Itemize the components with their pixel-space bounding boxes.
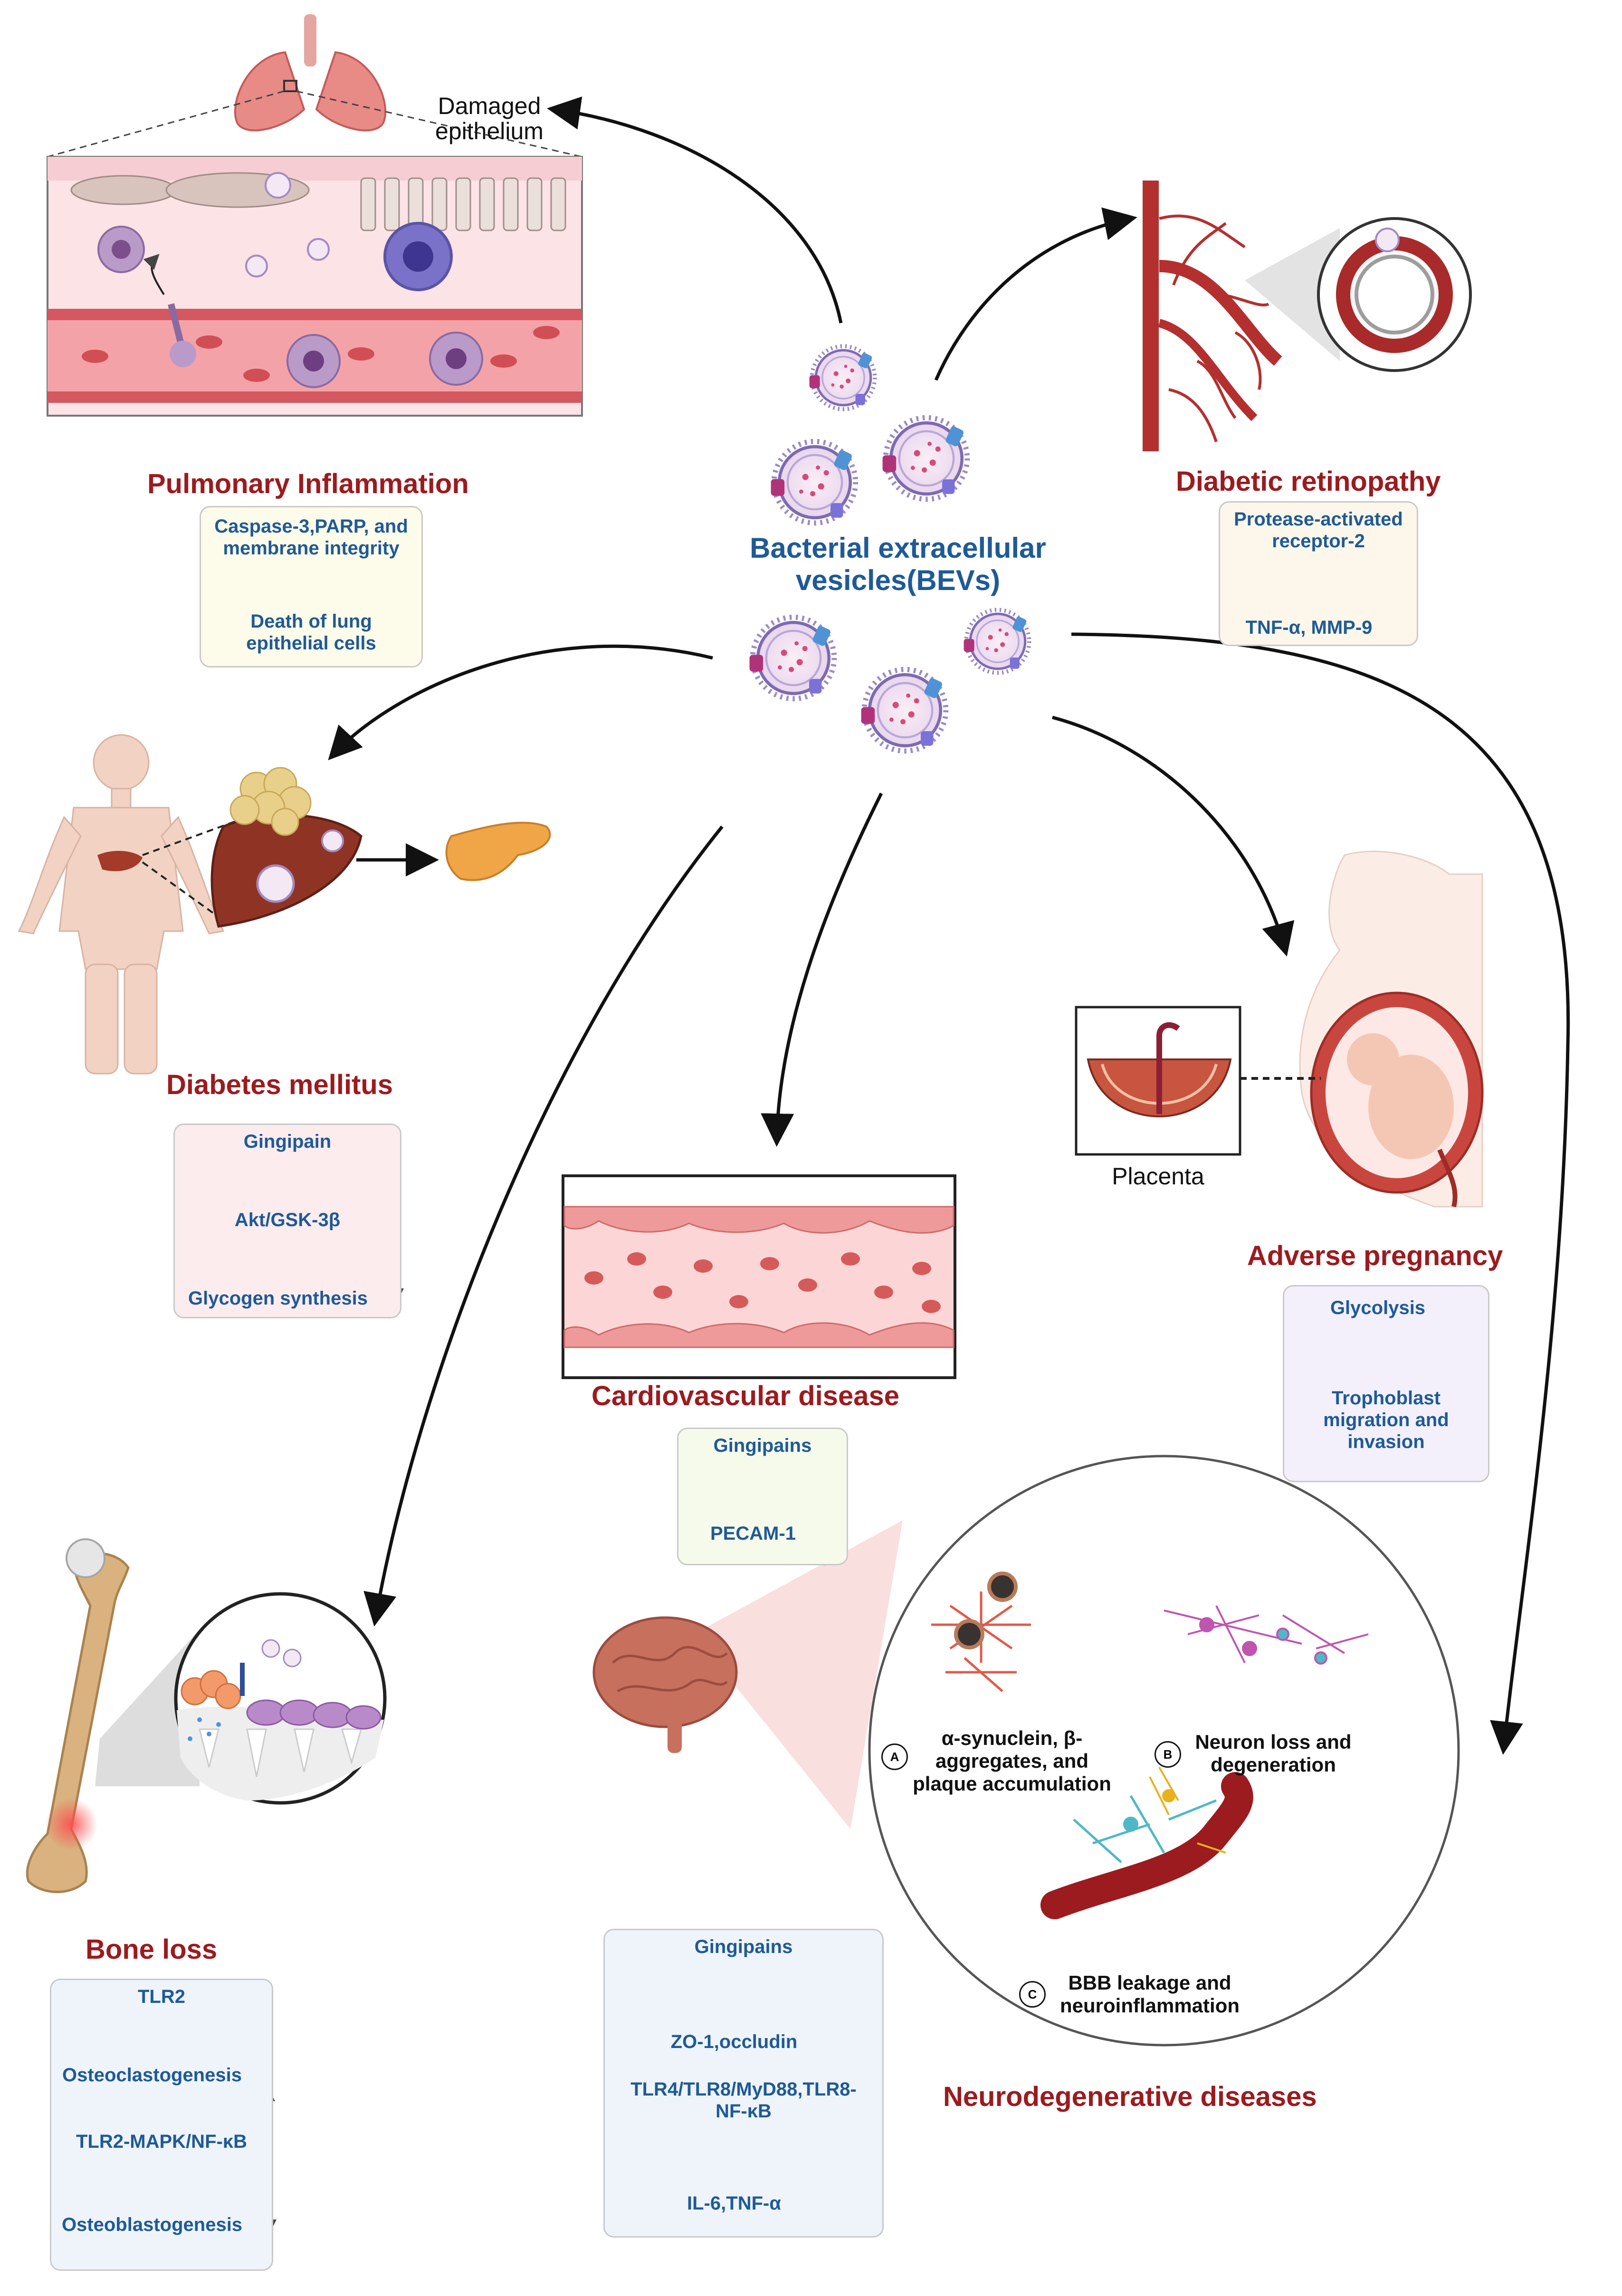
brain-zoom-beam [694, 1520, 903, 1829]
neuro-box-line5: IL-6,TNF-α [687, 2193, 781, 2214]
neuro-box-line2: ZO-1,occludin [670, 2031, 798, 2052]
neuro-box-line3: TLR4/TLR8/MyD88,TLR8- [630, 2079, 857, 2100]
pancreas-illustration [445, 821, 551, 881]
pulmonary-box-line2: membrane integrity [223, 538, 400, 559]
neuro-caption-b-2: degeneration [1211, 1753, 1336, 1776]
neuro-caption-a-3: plaque accumulation [913, 1772, 1111, 1795]
retinopathy-box-line2: receptor-2 [1272, 531, 1365, 552]
pregnancy-box-line4: invasion [1347, 1431, 1425, 1452]
arrow-to-neuro [1071, 632, 1570, 1755]
blood-vessel-panel [562, 1174, 956, 1379]
retina-zoom-circle [1245, 217, 1472, 372]
neuro-box-line4: NF-κB [716, 2101, 772, 2122]
placenta-box [1075, 1006, 1241, 1156]
bone-zoom-beam [95, 1629, 200, 1786]
bone-box-line4: Osteoblastogenesis [61, 2214, 243, 2235]
bone-box-line2: Osteoclastogenesis [62, 2065, 242, 2086]
retinopathy-box [1219, 501, 1418, 646]
diabetes-box-line1: Gingipain [243, 1131, 332, 1152]
cardio-title: Cardiovascular disease [592, 1381, 900, 1411]
arrow-to-diabetes [328, 644, 713, 761]
pregnancy-box-line1: Glycolysis [1330, 1297, 1426, 1318]
neuro-marker-c: C [1019, 1981, 1046, 2008]
neuro-caption-c-2: neuroinflammation [1059, 1994, 1240, 2017]
diabetes-box-line3: Glycogen synthesis [188, 1288, 368, 1309]
diabetes-box-line2: Akt/GSK-3β [234, 1210, 341, 1230]
neuro-box-line1: Gingipains [694, 1936, 793, 1957]
diabetes-box [173, 1124, 401, 1318]
retinopathy-box-line1: Protease-activated [1234, 509, 1403, 530]
zoom-lines-lung [47, 90, 582, 158]
bbb-vessel-glia [1040, 1767, 1253, 1919]
cardio-box-line1: Gingipains [713, 1435, 812, 1456]
retina-vessel-illustration [1143, 181, 1282, 451]
arrow-to-bone [363, 825, 724, 1627]
pulmonary-box-line1: Caspase-3,PARP, and [214, 516, 408, 537]
pregnant-body-illustration [1299, 850, 1484, 1208]
cardio-box [677, 1428, 848, 1565]
bone-box [50, 1979, 273, 2271]
alpha-synuclein-aggregates [931, 1572, 1031, 1692]
arrow-to-lung [547, 96, 843, 324]
liver-illustration [210, 767, 363, 928]
pregnancy-box [1283, 1285, 1489, 1482]
lung-tissue-panel [47, 156, 583, 417]
bone-title: Bone loss [86, 1934, 218, 1965]
arrow-to-cardio [761, 792, 883, 1147]
retinopathy-title: Diabetic retinopathy [1176, 466, 1441, 497]
neuro-title: Neurodegenerative diseases [943, 2081, 1317, 2112]
pulmonary-title: Pulmonary Inflammation [147, 468, 469, 499]
neuro-caption-a-2: aggregates, and [935, 1750, 1089, 1772]
pulmonary-box-line3: Death of lung [250, 611, 372, 632]
bone-box-line1: TLR2 [138, 1986, 185, 2007]
cardio-box-line2: PECAM-1 [710, 1523, 796, 1544]
hub-title: Bacterial extracellular vesicles(BEVs) [750, 532, 1046, 596]
arrow-to-retina [934, 207, 1137, 381]
retinopathy-box-line3: TNF-α, MMP-9 [1245, 617, 1373, 638]
pulmonary-box-line4: epithelial cells [246, 633, 376, 654]
damaged-epithelium-label-2: epithelium [435, 118, 544, 144]
arrow-to-pregnancy [1052, 715, 1295, 957]
pregnancy-box-line3: migration and [1323, 1410, 1449, 1430]
human-body-illustration [18, 734, 225, 1075]
neuro-marker-a: A [881, 1743, 908, 1770]
lungs-illustration [234, 14, 387, 132]
bone-zoom-circle [174, 1592, 387, 1805]
neuron-network [1164, 1605, 1369, 1665]
neuro-caption-c-1: BBB leakage and [1068, 1972, 1231, 1994]
femur-illustration [26, 1538, 130, 1893]
placenta-label: Placenta [1112, 1163, 1204, 1190]
pathway-arrows [328, 96, 1570, 1755]
pregnancy-box-line2: Trophoblast [1332, 1388, 1441, 1409]
damaged-epithelium-label-1: Damaged [438, 93, 541, 119]
bone-box-line3: TLR2-MAPK/NF-κB [76, 2131, 248, 2152]
neuro-caption-b-1: Neuron loss and [1195, 1731, 1352, 1753]
small-liver [97, 850, 143, 871]
pulmonary-box [200, 506, 423, 667]
neuro-box [603, 1929, 884, 2238]
pregnancy-title: Adverse pregnancy [1247, 1240, 1503, 1271]
diabetes-title: Diabetes mellitus [166, 1069, 393, 1100]
brain-illustration [592, 1616, 738, 1753]
neuro-marker-b: B [1154, 1741, 1181, 1768]
neuro-caption-a-1: α-synuclein, β- [941, 1727, 1083, 1749]
